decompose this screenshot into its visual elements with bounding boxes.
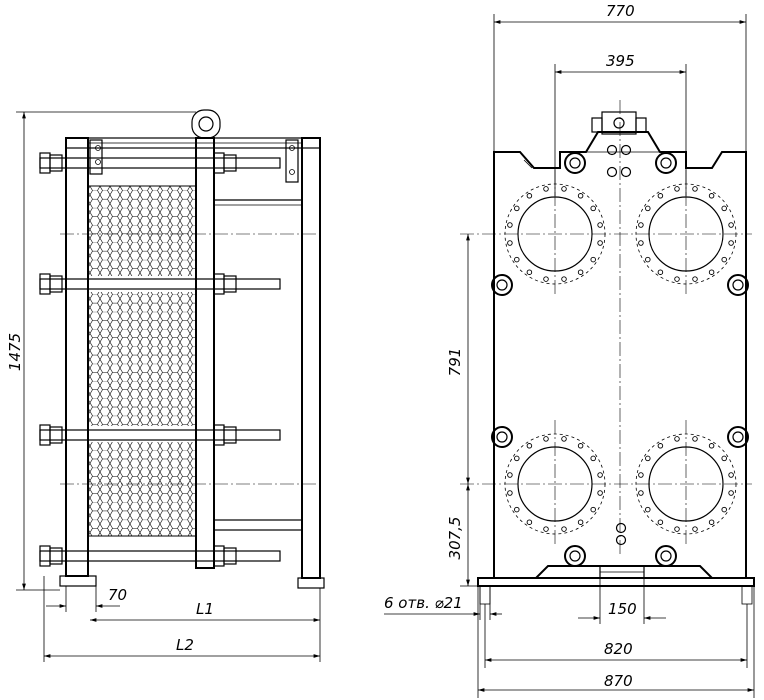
- bottom-guide-bar: [213, 519, 303, 531]
- bolt-hole: [721, 455, 727, 462]
- overall-width-dimension-label: 870: [604, 672, 633, 690]
- bolt-hole: [543, 276, 549, 282]
- height-dimension-label: 1475: [6, 333, 24, 371]
- bolt-hole: [577, 269, 584, 275]
- bolt-hole: [708, 269, 715, 275]
- bolt-hole: [526, 443, 533, 449]
- foot-width-dimension-label: 150: [608, 600, 637, 618]
- plate-pack: [87, 185, 197, 537]
- bolt-hole: [590, 205, 596, 212]
- bolt-hole: [577, 519, 584, 525]
- bolt-hole: [638, 240, 644, 246]
- bolt-hole: [708, 193, 715, 199]
- bolt-hole: [597, 240, 603, 246]
- bolt-hole: [561, 436, 567, 442]
- fixed-frame-plate: [65, 137, 89, 577]
- nozzle-spacing-dimension-label: 395: [606, 52, 635, 70]
- base-width-dimension-label: 820: [604, 640, 633, 658]
- bolt-hole: [692, 276, 698, 282]
- bolt-hole: [526, 193, 533, 199]
- bolt-hole: [638, 472, 644, 478]
- bolt-hole: [645, 205, 651, 212]
- bolt-hole: [728, 490, 734, 496]
- bolt-hole: [507, 490, 513, 496]
- right-foot: [297, 577, 325, 589]
- bolt-hole: [561, 276, 567, 282]
- bolt-hole: [526, 269, 533, 275]
- bolt-hole: [577, 443, 584, 449]
- pressure-plate: [195, 137, 215, 569]
- tie-bolt-1: [39, 152, 281, 174]
- bolt-hole: [674, 186, 680, 192]
- bolt-hole: [577, 193, 584, 199]
- bolt-hole: [590, 256, 596, 263]
- flange-bolt-holes: [507, 186, 734, 532]
- bolt-hole: [561, 186, 567, 192]
- tie-bolt-2: [39, 273, 281, 295]
- tie-bolt-4: [39, 545, 281, 567]
- bolt-hole: [728, 222, 734, 228]
- bolt-hole: [674, 276, 680, 282]
- bolt-hole: [597, 490, 603, 496]
- bolt-hole: [692, 436, 698, 442]
- bolt-hole: [692, 186, 698, 192]
- bolt-hole: [645, 506, 651, 513]
- bolt-hole: [708, 443, 715, 449]
- bolt-hole: [543, 526, 549, 532]
- bolt-hole: [514, 506, 520, 513]
- bolt-hole: [674, 436, 680, 442]
- holes-callout-label: 6 отв. ⌀21: [384, 594, 463, 612]
- bolt-hole: [526, 519, 533, 525]
- bolt-hole: [721, 506, 727, 513]
- bolt-hole: [657, 269, 664, 275]
- bolt-hole: [657, 193, 664, 199]
- bolt-hole: [721, 205, 727, 212]
- bolt-hole: [514, 455, 520, 462]
- bolt-hole: [638, 222, 644, 228]
- tie-bolt-heads: [491, 152, 749, 567]
- bolt-hole: [543, 186, 549, 192]
- top-carrying-bar: [65, 137, 321, 149]
- bolt-hole: [590, 455, 596, 462]
- bolt-hole: [514, 205, 520, 212]
- offset-dimension-label: 70: [108, 586, 127, 604]
- bolt-hole: [597, 222, 603, 228]
- l2-dimension-label: L2: [176, 636, 194, 654]
- bolt-hole: [708, 519, 715, 525]
- lifting-eye-icon: [191, 109, 221, 139]
- bolt-hole: [728, 472, 734, 478]
- bolt-hole: [597, 472, 603, 478]
- bolt-hole: [514, 256, 520, 263]
- vertical-spacing-dimension-label: 791: [446, 348, 464, 377]
- bolt-hole: [543, 436, 549, 442]
- side-view: 1475 70 L1 L2: [6, 109, 325, 662]
- bolt-hole: [507, 472, 513, 478]
- bolt-hole: [728, 240, 734, 246]
- bolt-hole: [657, 443, 664, 449]
- left-foot: [59, 575, 97, 587]
- bolt-hole: [674, 526, 680, 532]
- front-base: [477, 577, 755, 587]
- bolt-hole: [657, 519, 664, 525]
- bolt-hole: [645, 455, 651, 462]
- width-top-dimension-label: 770: [606, 2, 635, 20]
- bolt-hole: [645, 256, 651, 263]
- bolt-hole: [507, 240, 513, 246]
- bolt-hole: [638, 490, 644, 496]
- support-column: [301, 137, 321, 579]
- bolt-hole: [721, 256, 727, 263]
- bolt-hole: [590, 506, 596, 513]
- bottom-height-dimension-label: 307,5: [446, 517, 464, 560]
- l1-dimension-label: L1: [196, 600, 214, 618]
- bolt-hole: [692, 526, 698, 532]
- tie-bolt-3: [39, 424, 281, 446]
- bolt-hole: [507, 222, 513, 228]
- bolt-hole: [561, 526, 567, 532]
- front-view: 770 395 791 307,5 6 отв. ⌀21 150 820: [384, 2, 755, 698]
